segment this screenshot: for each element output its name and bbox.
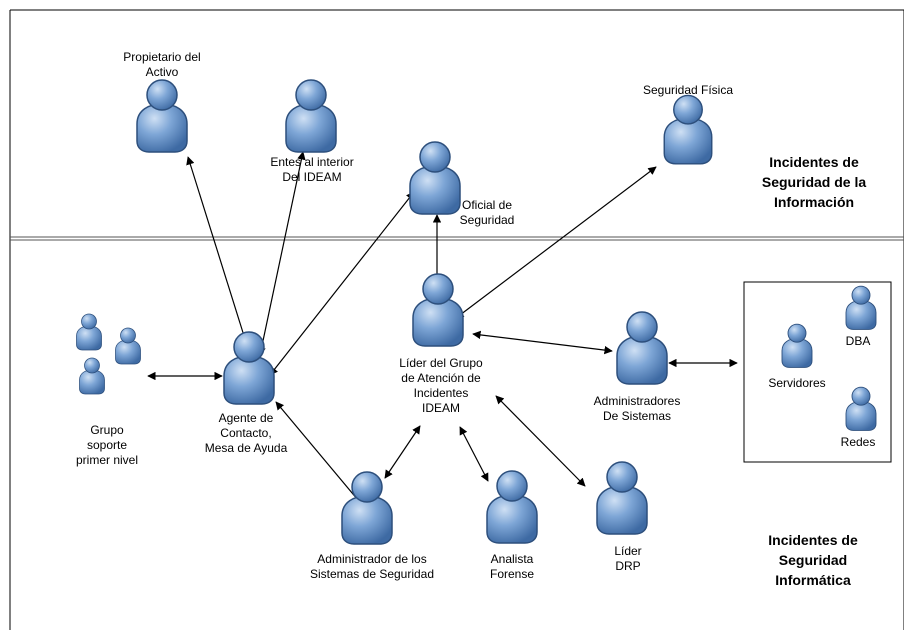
systems-box <box>743 281 892 463</box>
person-redes-icon <box>845 386 877 431</box>
person-admin-seguridad-icon <box>341 471 393 545</box>
label-dba: DBA <box>845 334 871 348</box>
person-soporte-2-icon <box>115 327 141 365</box>
connectors <box>147 151 738 513</box>
label-propietario: Propietario del Activo <box>123 50 201 79</box>
link-lider-seguridad-fisica <box>455 166 657 319</box>
person-seguridad-fisica-icon <box>663 94 713 165</box>
link-agente-oficial <box>269 191 415 376</box>
person-lider-grupo-icon <box>412 273 464 347</box>
diagram-frame <box>9 9 904 630</box>
label-grupo-soporte: Grupo soporte primer nivel <box>75 423 139 467</box>
label-agente: Agente de Contacto, Mesa de Ayuda <box>204 411 288 455</box>
label-oficial: Oficial de Seguridad <box>459 198 515 227</box>
link-lider-drp <box>495 395 586 487</box>
label-lider-grupo: Líder del Grupo de Atención de Incidente… <box>399 356 483 415</box>
person-admin-sistemas-icon <box>616 311 668 385</box>
person-soporte-3-icon <box>79 357 105 395</box>
label-redes: Redes <box>840 435 876 449</box>
label-admin-seguridad: Administrador de los Sistemas de Segurid… <box>309 552 435 581</box>
label-analista: Analista Forense <box>489 552 535 581</box>
link-lider-analista <box>459 426 489 482</box>
person-agente-icon <box>223 331 275 405</box>
person-soporte-1-icon <box>76 313 102 351</box>
label-servidores: Servidores <box>768 376 826 390</box>
link-agente-propietario <box>186 156 252 356</box>
label-entes: Entes al interior Del IDEAM <box>270 155 354 184</box>
link-lider-admin-sistemas <box>472 330 613 355</box>
person-analista-icon <box>486 470 538 544</box>
person-entes-icon <box>285 79 337 153</box>
person-propietario-icon <box>136 79 188 153</box>
zone-title-informacion: Incidentes de Seguridad de la Informació… <box>761 154 867 210</box>
person-oficial-icon <box>409 141 461 215</box>
person-servidores-icon <box>781 323 813 368</box>
link-lider-admin-seguridad <box>384 425 421 479</box>
label-admin-sistemas: Administradores De Sistemas <box>593 394 681 423</box>
zone-divider <box>10 236 904 241</box>
label-lider-drp: Líder DRP <box>614 544 642 573</box>
link-agente-admin-seguridad <box>275 401 369 513</box>
person-dba-icon <box>845 285 877 330</box>
person-lider-drp-icon <box>596 461 648 535</box>
label-seguridad-fisica: Seguridad Física <box>642 83 734 97</box>
zone-title-informatica: Incidentes de Seguridad Informática <box>768 532 858 588</box>
